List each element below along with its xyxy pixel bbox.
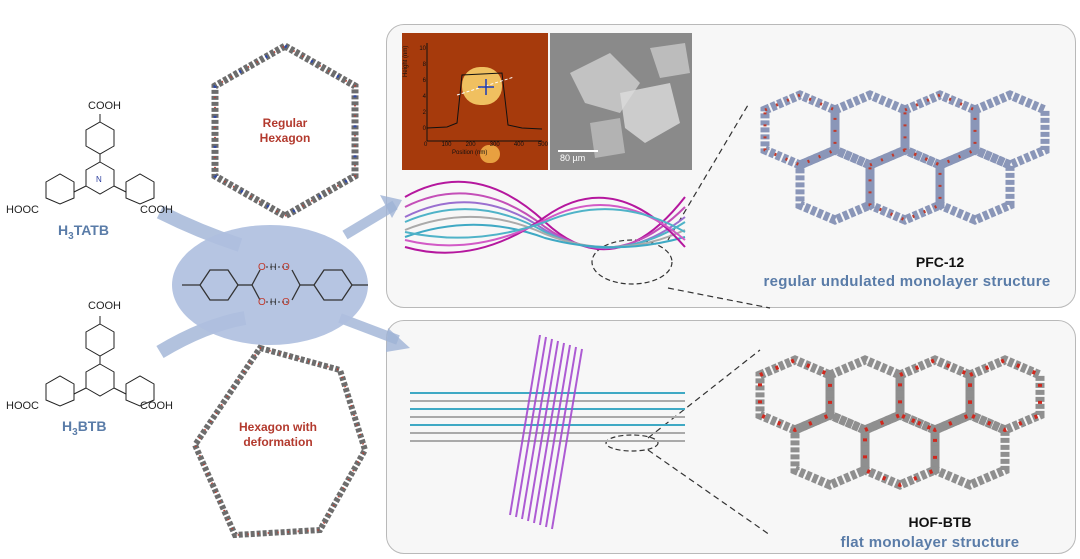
tatb-cooh-right: COOH [140, 204, 173, 216]
deformed-hexagon-label: Hexagon with deformation [228, 420, 328, 450]
hofbtb-description: flat monolayer structure [820, 534, 1040, 551]
pfc12-network-model [735, 80, 1065, 240]
sem-scale-text: 80 µm [560, 153, 585, 163]
btb-cooh-top: COOH [88, 300, 121, 312]
oxygen-1: O [258, 262, 266, 273]
tatb-cooh-top: COOH [88, 100, 121, 112]
hofbtb-network-model [730, 345, 1060, 505]
tatb-hooc-left: HOOC [6, 204, 39, 216]
pfc12-name: PFC-12 [880, 254, 1000, 270]
h3tatb-label: H3TATB [58, 222, 109, 242]
oxygen-3: O [282, 262, 290, 273]
btb-cooh-right: COOH [140, 400, 173, 412]
flat-layers [400, 335, 690, 545]
pfc12-description: regular undulated monolayer structure [752, 273, 1062, 290]
undulated-layers [400, 172, 690, 277]
oxygen-4: O [282, 297, 290, 308]
svg-text:N: N [96, 175, 102, 184]
h3btb-label: H3BTB [62, 418, 106, 438]
afm-xlabel: Position (nm) [452, 150, 487, 156]
regular-hexagon-label: Regular Hexagon [240, 116, 330, 146]
btb-hooc-left: HOOC [6, 400, 39, 412]
hbond-dimer: O O H H O O [172, 250, 372, 320]
hofbtb-name: HOF-BTB [880, 514, 1000, 530]
oxygen-2: O [258, 297, 266, 308]
afm-ylabel: Height (nm) [403, 27, 409, 77]
sem-image: 80 µm [550, 33, 692, 170]
sem-scalebar [558, 150, 598, 152]
